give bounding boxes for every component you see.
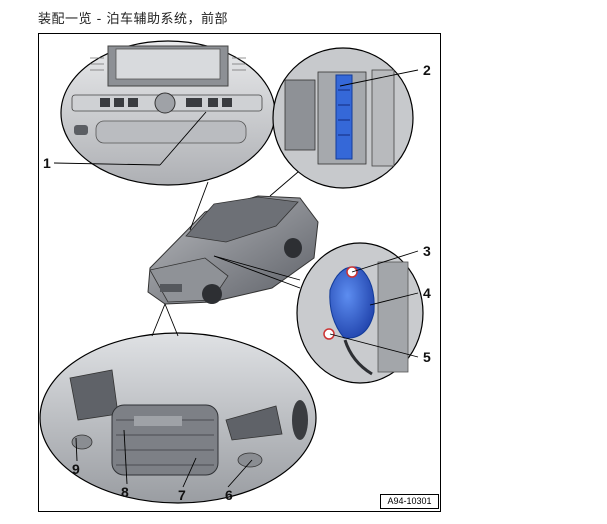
callout-leader-lines [53,69,419,488]
leader-connectors [151,171,301,337]
callout-1: 1 [43,155,51,171]
callout-8: 8 [121,484,129,500]
callout-4: 4 [423,285,431,301]
control-unit-detail-bubble [272,47,414,189]
callout-5: 5 [423,349,431,365]
callout-9: 9 [72,461,80,477]
front-bumper-detail-bubble [39,332,317,504]
page-title: 装配一览 - 泊车辅助系统，前部 [38,12,228,27]
callout-6: 6 [225,487,233,503]
sensor-detail-bubble [296,242,424,384]
callout-3: 3 [423,243,431,259]
dashboard-detail-bubble [60,40,276,186]
vehicle-illustration [147,195,319,305]
callout-2: 2 [423,62,431,78]
callout-7: 7 [178,487,186,503]
figure-reference-code: A94-10301 [380,494,439,509]
